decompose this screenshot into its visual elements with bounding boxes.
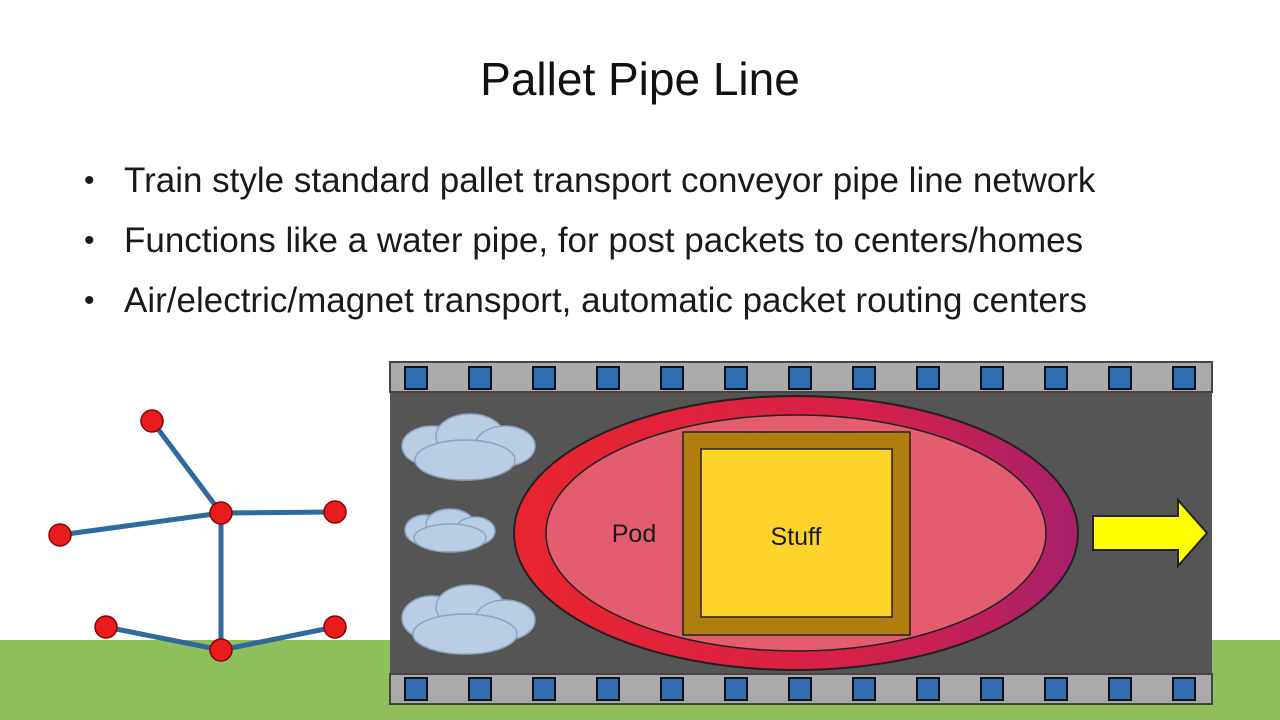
top-rail [389,361,1213,393]
stuff-label: Stuff [771,523,822,551]
cloud-icon [401,584,536,655]
slide-title: Pallet Pipe Line [480,53,800,105]
air-clouds [401,413,536,655]
right-arrow-icon [1092,497,1209,569]
bullet-item: • Train style standard pallet transport c… [84,158,1095,218]
bullet-text: Air/electric/magnet transport, automatic… [124,281,1087,320]
stuff-crate: Stuff [682,431,911,636]
bullet-item: • Functions like a water pipe, for post p… [84,218,1095,278]
bullet-marker: • [84,284,95,317]
bullet-list: • Train style standard pallet transport c… [84,158,1095,338]
network-node [209,501,233,525]
network-node [48,523,72,547]
bullet-marker: • [84,224,95,257]
bullet-item: • Air/electric/magnet transport, automati… [84,278,1095,338]
bullet-text: Functions like a water pipe, for post pa… [124,221,1084,260]
network-node [323,500,347,524]
network-node [209,638,233,662]
network-node [323,615,347,639]
bullet-text: Train style standard pallet transport co… [124,161,1096,200]
network-node [94,615,118,639]
cloud-icon [401,413,536,481]
bullet-marker: • [84,164,95,197]
bottom-rail [389,673,1213,705]
network-graph-icon [48,409,347,662]
cloud-icon [404,508,496,553]
network-node [140,409,164,433]
pod-label: Pod [612,520,656,548]
